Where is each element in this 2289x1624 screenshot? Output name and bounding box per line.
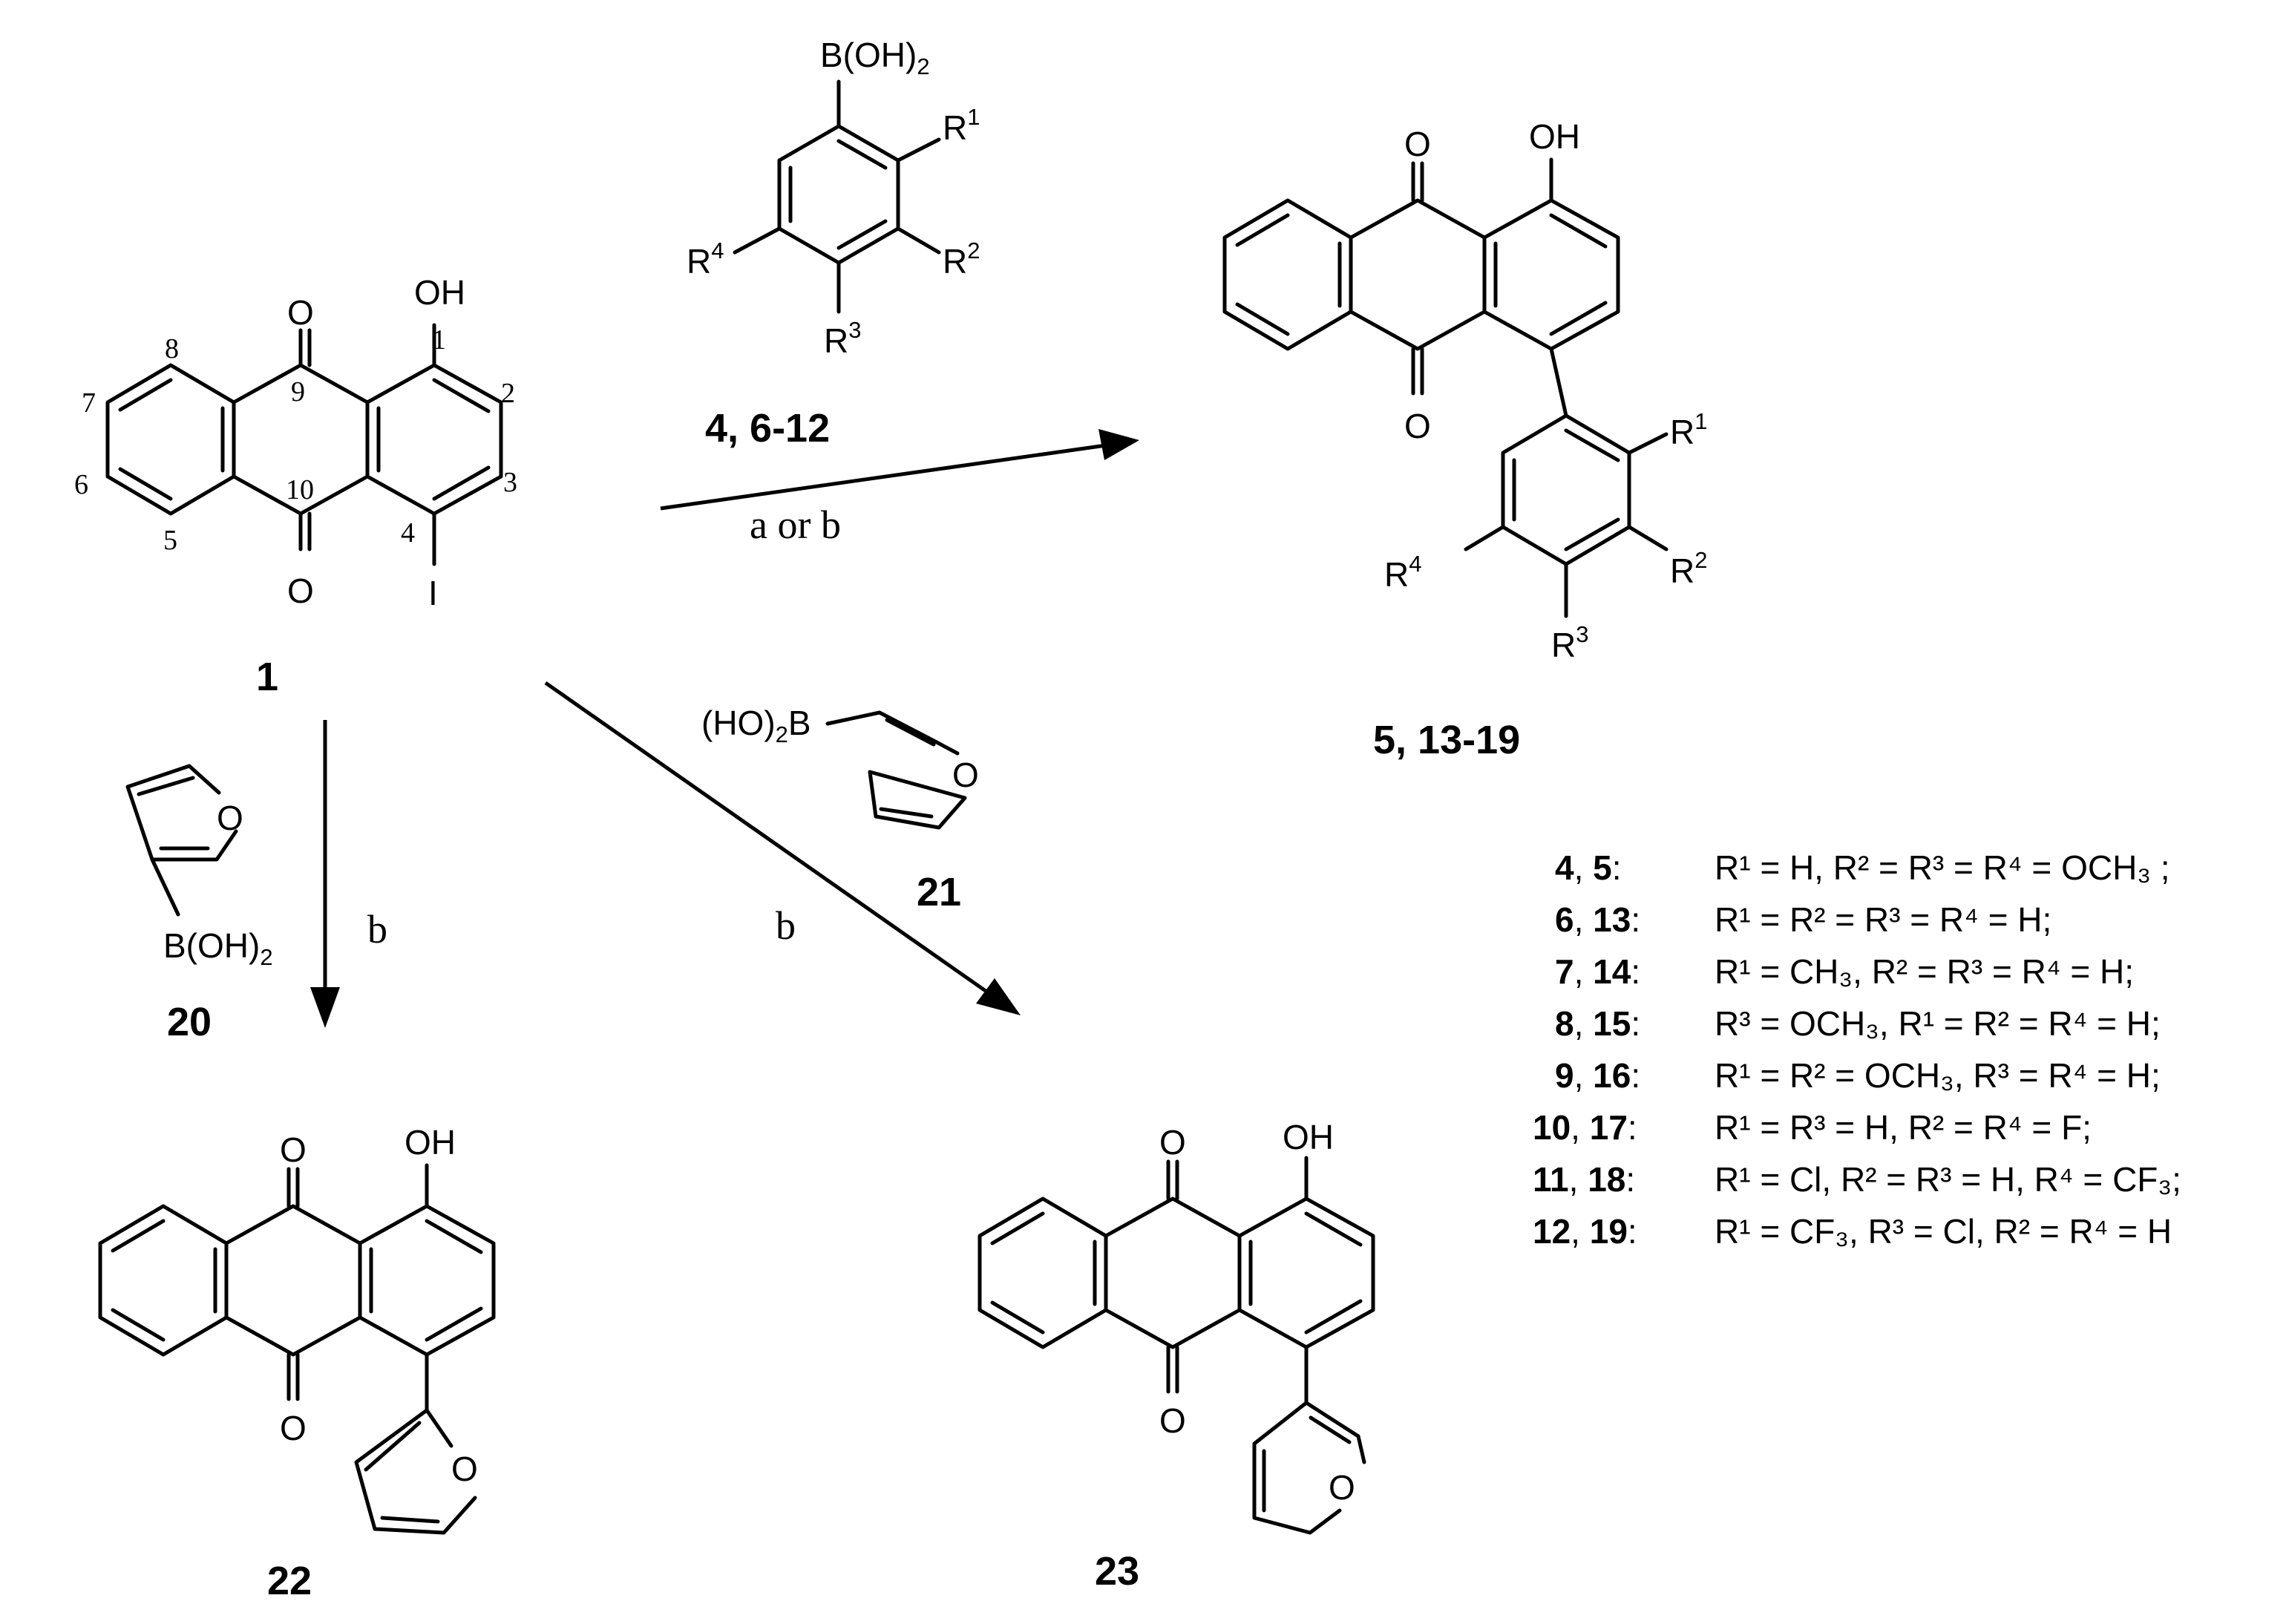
- oxygen-label: O: [451, 1450, 478, 1488]
- compound-1-structure: O O OH I 1 2 3 4 5 6 7 8 9 10: [74, 273, 517, 612]
- legend-row: 10, 17: R¹ = R³ = H, R² = R⁴ = F;: [1533, 1108, 2092, 1147]
- compound-label-22: 22: [267, 1559, 312, 1603]
- compound-label-1: 1: [256, 655, 278, 699]
- substituent-r3: R3: [824, 317, 861, 360]
- legend-row: 8, 15: R³ = OCH₃, R¹ = R² = R⁴ = H;: [1555, 1004, 2161, 1043]
- legend-row: 12, 19: R¹ = CF₃, R³ = Cl, R² = R⁴ = H: [1533, 1212, 2172, 1251]
- oxygen-label: O: [1404, 125, 1431, 163]
- oxygen-label: O: [1159, 1401, 1186, 1440]
- compound-label-23: 23: [1095, 1549, 1139, 1594]
- legend-row: 7, 14: R¹ = CH₃, R² = R³ = R⁴ = H;: [1555, 952, 2134, 991]
- legend-row: 6, 13: R¹ = R² = R³ = R⁴ = H;: [1555, 900, 2051, 939]
- oxygen-label: O: [217, 799, 243, 837]
- compound-4-6-12-structure: B(OH)2 R1 R2 R3 R4: [687, 36, 980, 360]
- aryl-boronic-acid-bonds: [733, 79, 941, 314]
- substituent-r4: R4: [1384, 551, 1421, 594]
- substituent-r3: R3: [1551, 621, 1588, 664]
- legend-row: 9, 16: R¹ = R² = OCH₃, R³ = R⁴ = H;: [1555, 1056, 2161, 1095]
- furan-3-boronic-acid-bonds: [825, 710, 967, 830]
- position-number: 9: [291, 376, 305, 407]
- substituent-r1: R1: [1670, 408, 1707, 451]
- boronic-acid-label: B(OH)2: [820, 36, 930, 79]
- hydroxyl-label: OH: [414, 273, 465, 312]
- compound-label-5-13-19: 5, 13-19: [1373, 718, 1520, 762]
- substituent-legend: 4, 5: R¹ = H, R² = R³ = R⁴ = OCH₃ ; 6, 1…: [1533, 848, 2181, 1251]
- oxygen-label: O: [1329, 1468, 1355, 1507]
- position-number: 8: [165, 333, 179, 364]
- boronic-acid-label: (HO)2B: [701, 704, 811, 747]
- compound-21-structure: O (HO)2B: [701, 704, 979, 830]
- substituent-r2: R2: [943, 238, 980, 281]
- compound-label-20: 20: [167, 1000, 212, 1044]
- condition-a-or-b: a or b: [750, 502, 841, 547]
- furan-3-yl-anthraquinone-bonds: [978, 1156, 1375, 1535]
- hydroxyl-label: OH: [405, 1123, 456, 1162]
- oxygen-label: O: [952, 756, 979, 794]
- boronic-acid-label: B(OH)2: [163, 926, 273, 970]
- compound-23-structure: O O OH O: [978, 1118, 1375, 1535]
- compound-5-13-19-structure: O O OH R1 R2 R3 R4: [1222, 117, 1707, 664]
- oxygen-label: O: [280, 1130, 307, 1169]
- legend-row: 4, 5: R¹ = H, R² = R³ = R⁴ = OCH₃ ;: [1555, 848, 2170, 887]
- substituent-r1: R1: [943, 104, 980, 147]
- arrow-down: [310, 720, 340, 1028]
- position-number: 3: [503, 467, 517, 498]
- oxygen-label: O: [1159, 1123, 1186, 1162]
- compound-label-4-6-12: 4, 6-12: [705, 406, 830, 451]
- position-number: 6: [74, 469, 88, 500]
- arrow-diagonal: [544, 681, 1021, 1015]
- condition-b-diagonal: b: [776, 903, 796, 948]
- legend-row: 11, 18: R¹ = Cl, R² = R³ = H, R⁴ = CF₃;: [1533, 1160, 2181, 1199]
- oxygen-label: O: [287, 293, 314, 332]
- position-number: 2: [501, 378, 515, 409]
- hydroxyl-label: OH: [1283, 1118, 1334, 1156]
- arrow-top: [660, 429, 1139, 511]
- position-number: 5: [163, 525, 177, 556]
- position-number: 7: [82, 387, 96, 419]
- compound-label-21: 21: [917, 870, 961, 914]
- furan-2-boronic-acid-bonds: [125, 764, 238, 917]
- furan-2-yl-anthraquinone-bonds: [98, 1163, 496, 1535]
- oxygen-label: O: [1404, 407, 1431, 445]
- iodine-label: I: [428, 574, 438, 612]
- oxygen-label: O: [280, 1409, 307, 1447]
- compound-1-bonds: [105, 323, 503, 566]
- compound-20-structure: O B(OH)2: [125, 764, 273, 970]
- position-number: 10: [286, 474, 314, 505]
- hydroxyl-label: OH: [1529, 117, 1580, 156]
- aryl-anthraquinone-bonds: [1222, 157, 1669, 618]
- substituent-r4: R4: [687, 238, 724, 281]
- position-number: 4: [401, 517, 415, 549]
- substituent-r2: R2: [1670, 547, 1707, 590]
- compound-22-structure: O O OH O: [98, 1123, 496, 1535]
- position-number: 1: [432, 324, 446, 356]
- condition-b-down: b: [367, 907, 387, 952]
- oxygen-label: O: [287, 572, 314, 610]
